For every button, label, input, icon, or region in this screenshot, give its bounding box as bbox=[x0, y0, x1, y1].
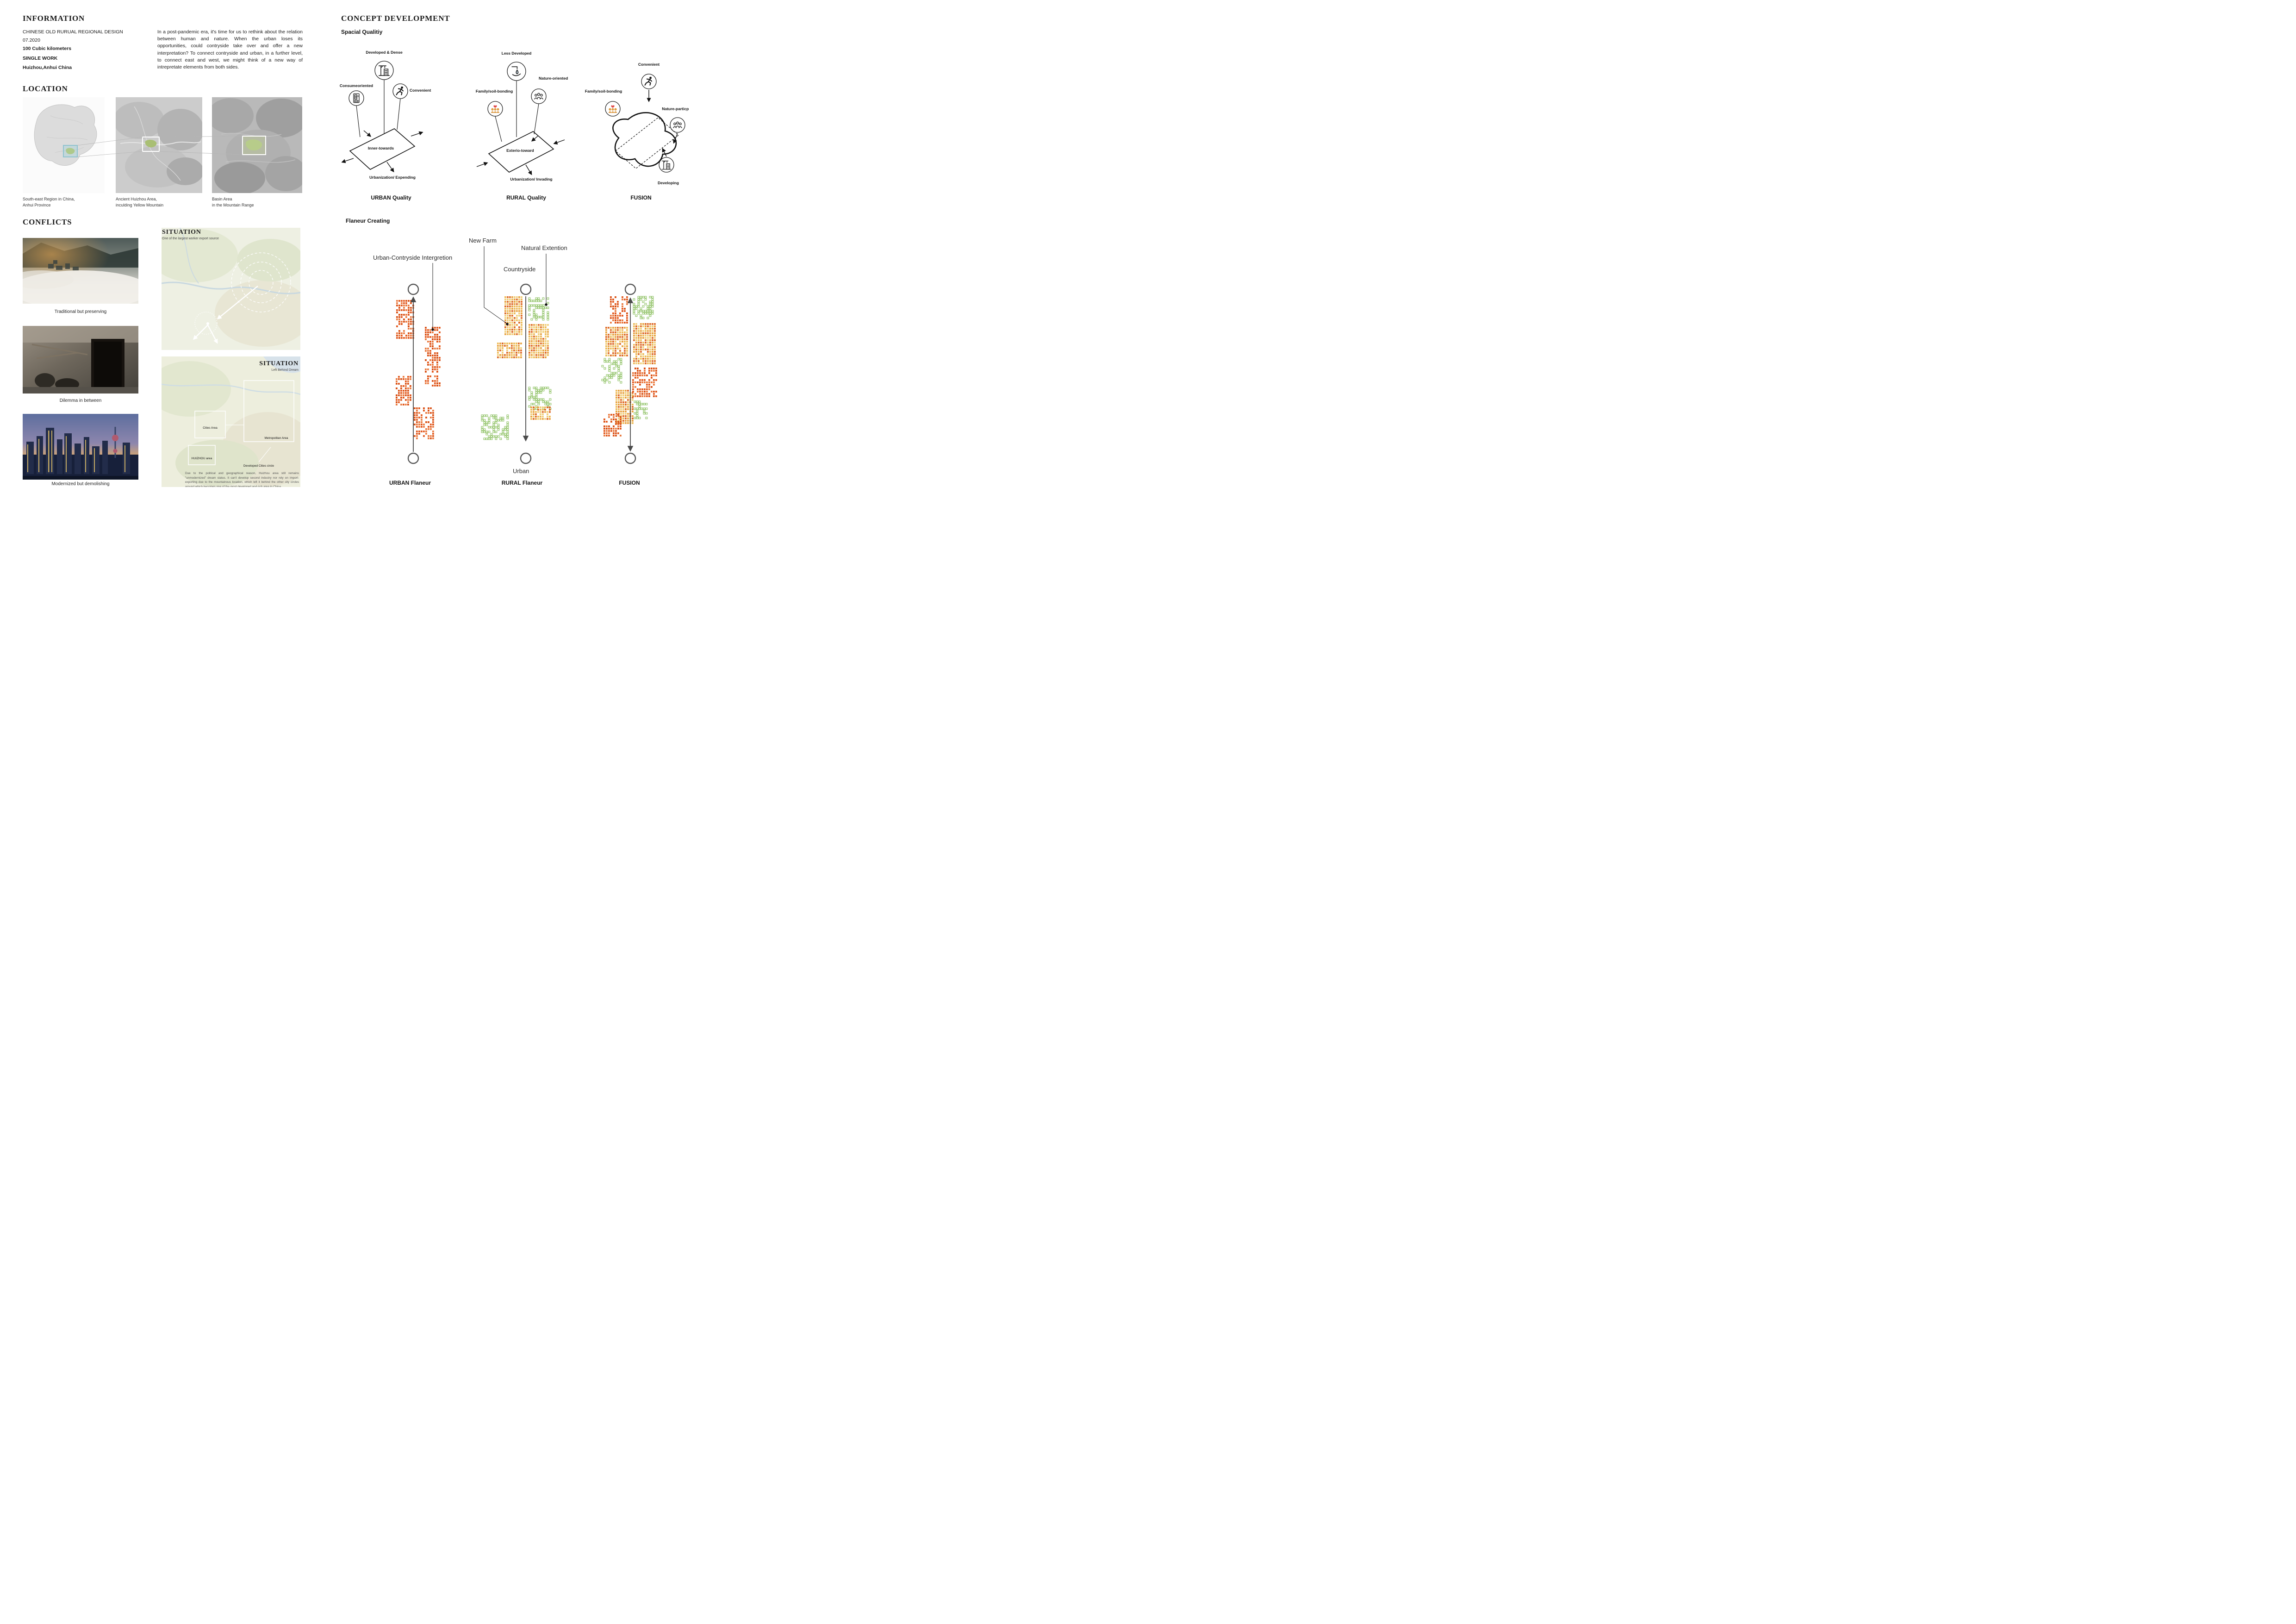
rural-plane-label: Exterio-toward bbox=[506, 148, 534, 153]
photo-caption-traditional: Traditional but preserving bbox=[54, 309, 107, 314]
map-huizhou-area bbox=[116, 97, 202, 193]
fusion-caption: FUSION bbox=[630, 194, 652, 201]
photo-caption-modernized: Modernized but demolishing bbox=[51, 481, 110, 487]
rural-bottom-label: Urbanization/ Invading bbox=[510, 177, 552, 181]
situation-top-map bbox=[162, 228, 300, 350]
annotation-countryside: Countryside bbox=[504, 266, 536, 273]
annotation-urban: Urban bbox=[513, 468, 529, 475]
fusion-blob-shape bbox=[612, 112, 677, 167]
situation-panel-top: SITUATION One of the largest worker expo… bbox=[162, 228, 300, 350]
annotation-intergretion: Urban-Contryside Intergretion bbox=[373, 254, 453, 261]
location-heading: LOCATION bbox=[23, 84, 68, 93]
situation-top-subtitle: One of the largest worker export source bbox=[162, 237, 219, 240]
urban-plane-label: Inner-towards bbox=[368, 146, 394, 150]
rural-label-right: Nature-oriented bbox=[539, 76, 568, 81]
annotation-new-farm: New Farm bbox=[469, 237, 497, 244]
situation-note: Due to the political and geographical re… bbox=[185, 472, 299, 487]
flaneur-heading: Flaneur Creating bbox=[346, 218, 390, 224]
label-huizhou-area: HUIZHOU area bbox=[192, 457, 212, 460]
situation-top-heading: SITUATION bbox=[162, 229, 201, 236]
rural-quality-caption: RURAL Quality bbox=[506, 194, 546, 201]
information-heading: INFORMATION bbox=[23, 14, 85, 23]
urban-bottom-label: Urbanization/ Expending bbox=[369, 175, 416, 180]
people-group-icon bbox=[531, 88, 547, 104]
people-heart-icon bbox=[605, 101, 621, 117]
urban-quality-diagram: Developed & Dense Consumeoriented Conven… bbox=[340, 50, 431, 180]
label-cities-area: Cities Area bbox=[203, 426, 218, 430]
running-person-icon bbox=[641, 74, 657, 89]
situation-panel-bottom: Cities Area Metropolitan Area HUIZHOU ar… bbox=[162, 356, 300, 487]
design-board: INFORMATION CHINESE OLD RURUAL REGIONAL … bbox=[0, 0, 689, 487]
photo-old-house bbox=[23, 326, 138, 394]
map-basin bbox=[212, 97, 302, 193]
rural-quality-diagram: Less Developed Nature-oriented Family/so… bbox=[476, 51, 568, 181]
annotation-natural-extention: Natural Extention bbox=[521, 244, 567, 251]
construction-icon bbox=[374, 61, 394, 80]
fusion-diagram: Convenient Family/soil-bonding Nature-pa… bbox=[585, 62, 689, 185]
project-scale: 100 Cubic kilometers bbox=[23, 46, 72, 52]
project-date: 07.2020 bbox=[23, 37, 40, 44]
urban-quality-caption: URBAN Quality bbox=[371, 194, 411, 201]
label-metropolitan-area: Metropolitan Area bbox=[265, 437, 288, 440]
conflicts-heading: CONFLICTS bbox=[23, 218, 72, 226]
fusion-label-left: Family/soil-bonding bbox=[585, 89, 622, 94]
situation-bottom-heading: SITUATION bbox=[259, 360, 299, 367]
running-person-icon bbox=[392, 83, 408, 99]
photo-traditional-village bbox=[23, 238, 138, 304]
urban-label-top: Developed & Dense bbox=[366, 50, 403, 55]
project-location: Huizhou,Anhui China bbox=[23, 64, 72, 70]
rural-label-top: Less Developed bbox=[502, 51, 532, 56]
situation-bottom-map: Cities Area Metropolitan Area HUIZHOU ar… bbox=[162, 356, 300, 487]
urban-label-right: Convenient bbox=[410, 88, 431, 93]
water-hand-icon bbox=[507, 62, 526, 81]
urban-flaneur-caption: URBAN Flaneur bbox=[389, 480, 431, 486]
rural-flaneur-caption: RURAL Flaneur bbox=[501, 480, 543, 486]
map-caption-huizhou: Ancient Huizhou Area, inculding Yellow M… bbox=[116, 197, 164, 207]
fusion-label-right: Nature-particpated bbox=[662, 106, 689, 111]
project-type: SINGLE WORK bbox=[23, 55, 58, 61]
fusion-flaneur-caption: FUSION bbox=[619, 480, 640, 486]
spacial-quality-heading: Spacial Qualitiy bbox=[341, 29, 383, 35]
project-title: CHINESE OLD RURUAL REGIONAL DESIGN bbox=[23, 29, 123, 35]
photo-caption-dilemma: Dilemma in between bbox=[59, 398, 102, 403]
map-caption-china: South-east Region in China, Anhui Provin… bbox=[23, 197, 75, 207]
fusion-label-top: Convenient bbox=[638, 62, 660, 67]
concept-heading: CONCEPT DEVELOPMENT bbox=[341, 14, 450, 23]
people-heart-icon bbox=[487, 101, 503, 117]
map-caption-basin: Basin Area in the Mountain Range bbox=[212, 197, 254, 207]
map-china bbox=[23, 97, 105, 193]
photo-city-skyline bbox=[23, 414, 138, 480]
people-group-icon bbox=[670, 117, 685, 133]
situation-bottom-subtitle: Left Behind Dream bbox=[271, 369, 299, 372]
rural-label-left: Family/soil-bonding bbox=[476, 89, 513, 94]
vending-machine-icon bbox=[348, 90, 364, 106]
label-developed-circle: Developed Cities circle bbox=[243, 464, 274, 468]
urban-label-left: Consumeoriented bbox=[340, 83, 373, 88]
construction-icon bbox=[659, 157, 674, 173]
flaneur-terminals bbox=[407, 283, 636, 464]
fusion-label-bottom: Developing bbox=[658, 181, 679, 185]
intro-paragraph: In a post-pandemic era, it's time for us… bbox=[157, 29, 303, 70]
